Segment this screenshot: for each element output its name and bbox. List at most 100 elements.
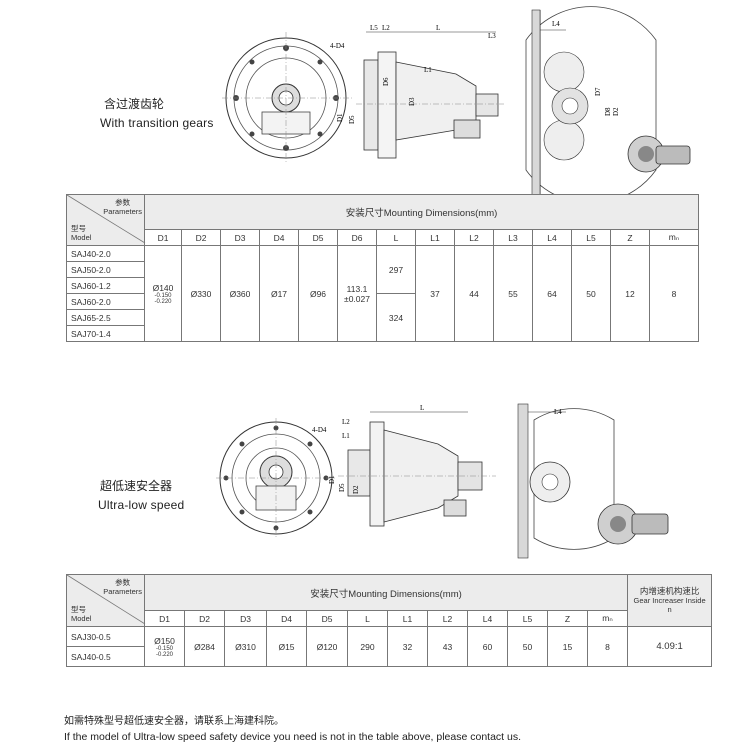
section1-col-d6: D6 [337,229,377,246]
section1-col-l2: L2 [454,229,494,246]
section2-side-view-drawing: 4-D4 L2 L1 L D1 D5 D2 [312,404,496,527]
section1-d6-line1: 113.1 [346,283,368,294]
drawing-label-l: L [420,404,424,412]
section2-model-row: SAJ30-0.5 [66,626,145,647]
section2-header-mounting: 安装尺寸Mounting Dimensions(mm) [143,574,629,611]
section1-value-l5: 50 [571,245,611,342]
drawing-label-d7: D7 [594,87,602,96]
section1-value-d2: Ø330 [181,245,221,342]
drawing-label-d1: D1 [336,113,344,122]
section2-caption: 超低速安全器 Ultra-low speed [98,478,184,513]
section2-d1-tol-lower: -0.220 [155,651,173,658]
section1-model-row: SAJ40-2.0 [66,245,145,262]
section2-header-params-en: Parameters [103,587,142,596]
section1-d6-line2: ±0.027 [344,293,370,304]
section1-model-row: SAJ50-2.0 [66,261,145,278]
section1-col-l4: L4 [532,229,572,246]
section2-value-l2: 43 [427,626,468,667]
section1-header-corner: 参数 Parameters 型号 Model [66,194,146,246]
section2-col-l1: L1 [387,610,428,627]
section2-value-mn: 8 [586,626,629,667]
section1-side-view-drawing: L5 L2 L L3 4-D4 D1 D5 D6 D3 L1 [330,24,504,159]
section2-front-view-drawing [216,418,336,538]
section2-header-params-cn: 参数 [115,578,131,587]
section2-caption-cn: 超低速安全器 [100,479,173,493]
section1-caption: 含过渡齿轮 With transition gears [100,96,214,131]
section1-d1-tol-lower: -0.220 [154,298,172,305]
drawing-label-l2: L2 [342,418,350,426]
section1-model-row: SAJ65-2.5 [66,309,145,326]
section2-col-mn: mₙ [586,610,629,627]
drawing-label-4d4: 4-D4 [312,426,327,434]
drawing-label-l4: L4 [554,408,562,416]
section1-value-l-lower: 324 [376,293,416,342]
section2-value-l4: 60 [467,626,508,667]
section1-d1-tol-upper: -0.150 [154,292,172,299]
section1-col-d5: D5 [298,229,338,246]
section2-col-l2: L2 [427,610,468,627]
section1-value-d4: Ø17 [259,245,299,342]
section2-value-l5: 50 [507,626,548,667]
drawing-label-d6: D6 [382,77,390,86]
drawing-label-d1: D1 [328,475,336,484]
section1-col-z: Z [610,229,650,246]
drawing-label-d3: D3 [408,97,416,106]
drawing-label-d5: D5 [338,483,346,492]
section2-d1-tol-upper: -0.150 [155,645,173,652]
section2-value-d1: Ø150 -0.150 -0.220 [144,626,185,667]
section1-value-d5: Ø96 [298,245,338,342]
section1-model-row: SAJ60-2.0 [66,293,145,310]
section2-value-d3: Ø310 [224,626,267,667]
section1-col-l: L [376,229,416,246]
drawing-label-d2: D2 [352,485,360,494]
section1-header-model-cn: 型号 [71,224,86,233]
drawing-label-l1: L1 [342,432,350,440]
section2-model-row: SAJ40-0.5 [66,646,145,667]
section1-value-l3: 55 [493,245,533,342]
section2-header-corner: 参数 Parameters 型号 Model [66,574,146,627]
section1-value-l-upper: 297 [376,245,416,294]
section1-front-view-drawing [222,32,352,162]
section1-col-d2: D2 [181,229,221,246]
section2-value-d4: Ø15 [266,626,307,667]
section1-d1-main: Ø140 [152,282,174,293]
section1-value-l4: 64 [532,245,572,342]
section2-col-d5: D5 [306,610,348,627]
section1-value-d3: Ø360 [220,245,260,342]
drawing-label-l4: L4 [552,20,560,28]
section2-col-l4: L4 [467,610,508,627]
drawing-label-d5: D5 [348,115,356,124]
footer-note-en: If the model of Ultra-low speed safety d… [64,731,522,743]
drawing-label-4d4: 4-D4 [330,42,345,50]
drawing-label-l: L [436,24,440,32]
section2-header-ratio-en: Gear Increaser Inside [633,596,706,605]
section2-caption-en: Ultra-low speed [98,498,185,512]
drawing-label-l1: L1 [424,66,432,74]
section2-value-d2: Ø284 [184,626,225,667]
drawing-label-d2: D2 [612,107,620,116]
section1-spec-table: 参数 Parameters 型号 Model 安装尺寸Mounting Dime… [66,194,700,342]
section1-caption-en: With transition gears [100,116,214,130]
section1-value-d6: 113.1 ±0.027 [337,245,377,342]
section1-value-l1: 37 [415,245,455,342]
section1-header-params-en: Parameters [103,207,142,216]
section2-col-l5: L5 [507,610,548,627]
section1-col-mn: mₙ [648,229,700,246]
section1-header-params-cn: 参数 [115,198,131,207]
section1-col-d3: D3 [220,229,260,246]
section2-header-ratio: 内增速机构速比 Gear Increaser Inside n [627,574,713,627]
section2-col-d1: D1 [144,610,185,627]
section2-col-z: Z [547,610,588,627]
section2-value-ratio: 4.09:1 [627,626,713,667]
section1-gear-drawing: L4 D7 D8 D2 [525,6,691,204]
section2-gear-drawing: L4 [517,403,669,559]
footer-note-cn: 如需特殊型号超低速安全器，请联系上海建科院。 [64,716,284,727]
section1-col-d1: D1 [144,229,182,246]
section2-header-model-en: Model [71,614,92,623]
section1-value-d1: Ø140 -0.150 -0.220 [144,245,182,342]
drawing-label-l2: L2 [382,24,390,32]
drawing-label-l5: L5 [370,24,378,32]
section1-col-d4: D4 [259,229,299,246]
section2-header-model-cn: 型号 [71,605,86,614]
section1-col-l5: L5 [571,229,611,246]
